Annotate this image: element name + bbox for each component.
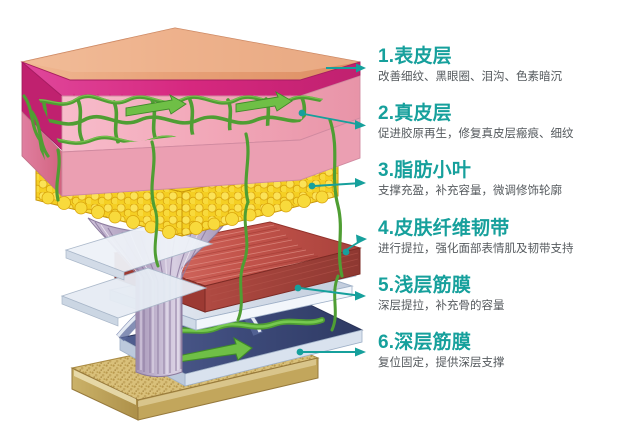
deep-fascia-vessel [147,317,325,363]
callout-5: 5.浅层筋膜 深层提拉，补充骨的容量 [378,275,640,314]
callout-6-title: 6.深层筋膜 [378,332,472,353]
callout-4-description: 进行提拉，强化面部表情肌及韧带支持 [378,243,574,255]
callout-3-title: 3.脂肪小叶 [378,160,472,181]
leader-line-4 [342,234,367,256]
leader-line-3 [308,178,366,190]
dermis-arrows [125,90,293,117]
callout-2-description: 促进胶原再生，修复真皮层瘢痕、细纹 [378,128,574,140]
callout-4: 4.皮肤纤维韧带 进行提拉，强化面部表情肌及韧带支持 [378,218,640,257]
leader-line-5 [294,284,366,301]
callout-1-description: 改善细纹、黑眼圈、泪沟、色素暗沉 [378,71,562,83]
callout-6-description: 复位固定，提供深层支撑 [378,357,505,369]
callout-4-title: 4.皮肤纤维韧带 [378,218,510,239]
leader-line-2 [298,109,366,130]
callout-1: 1.表皮层 改善细纹、黑眼圈、泪沟、色素暗沉 [378,46,640,85]
mid-fascia-sheet [60,267,208,327]
callout-leader-lines [294,63,367,357]
leader-line-1 [326,63,366,73]
leader-line-6 [296,347,366,357]
descending-vessels [55,118,344,278]
callout-1-title: 1.表皮层 [378,46,452,67]
callout-5-description: 深层提拉，补充骨的容量 [378,300,505,312]
deep-descending-vessels [152,200,340,332]
callout-6: 6.深层筋膜 复位固定，提供深层支撑 [378,332,640,371]
callout-5-title: 5.浅层筋膜 [378,275,472,296]
callout-2-title: 2.真皮层 [378,103,452,124]
callout-3: 3.脂肪小叶 支撑充盈，补充容量，微调修饰轮廓 [378,160,640,199]
upper-fascia-sheet [64,223,214,281]
callout-3-description: 支撑充盈，补充容量，微调修饰轮廓 [378,185,562,197]
anatomy-illustration [20,27,367,421]
callout-2: 2.真皮层 促进胶原再生，修复真皮层瘢痕、细纹 [378,103,640,142]
dermis-epidermis-block [20,27,361,278]
